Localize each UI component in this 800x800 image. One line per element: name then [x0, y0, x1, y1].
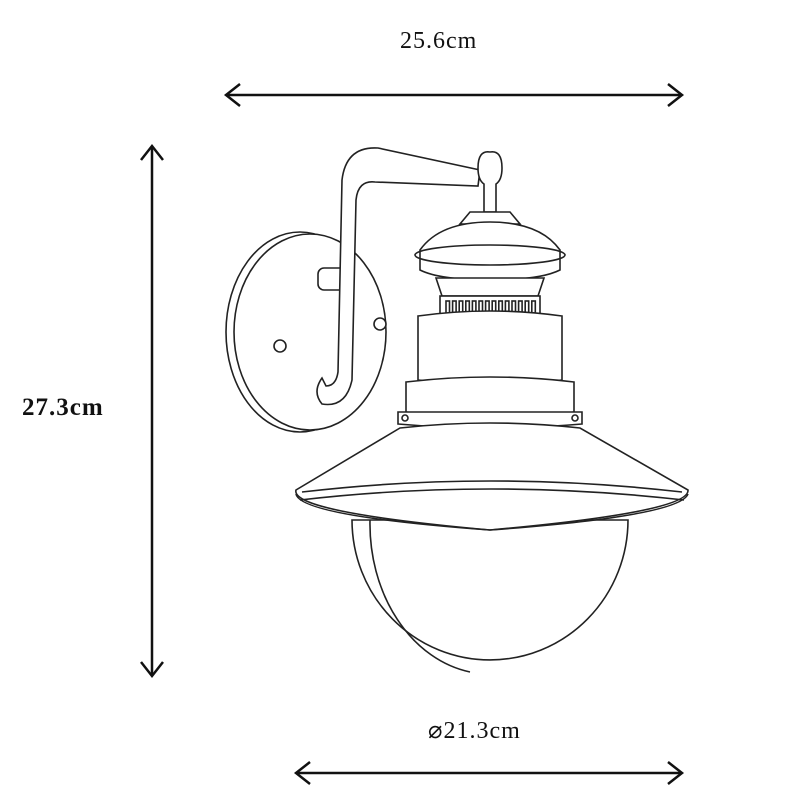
- diameter-arrow: [293, 761, 685, 785]
- lamp-top: [414, 151, 566, 297]
- height-arrow: [140, 143, 164, 679]
- width-label: 25.6cm: [400, 28, 478, 54]
- globe: [351, 519, 629, 673]
- wall-plate: [225, 231, 387, 433]
- lamp-shade: [295, 422, 689, 531]
- diameter-label: ⌀21.3cm: [428, 718, 521, 744]
- lamp-arm: [316, 147, 481, 406]
- width-arrow: [223, 83, 685, 107]
- height-label: 27.3cm: [22, 394, 104, 421]
- lamp-body: [397, 310, 583, 429]
